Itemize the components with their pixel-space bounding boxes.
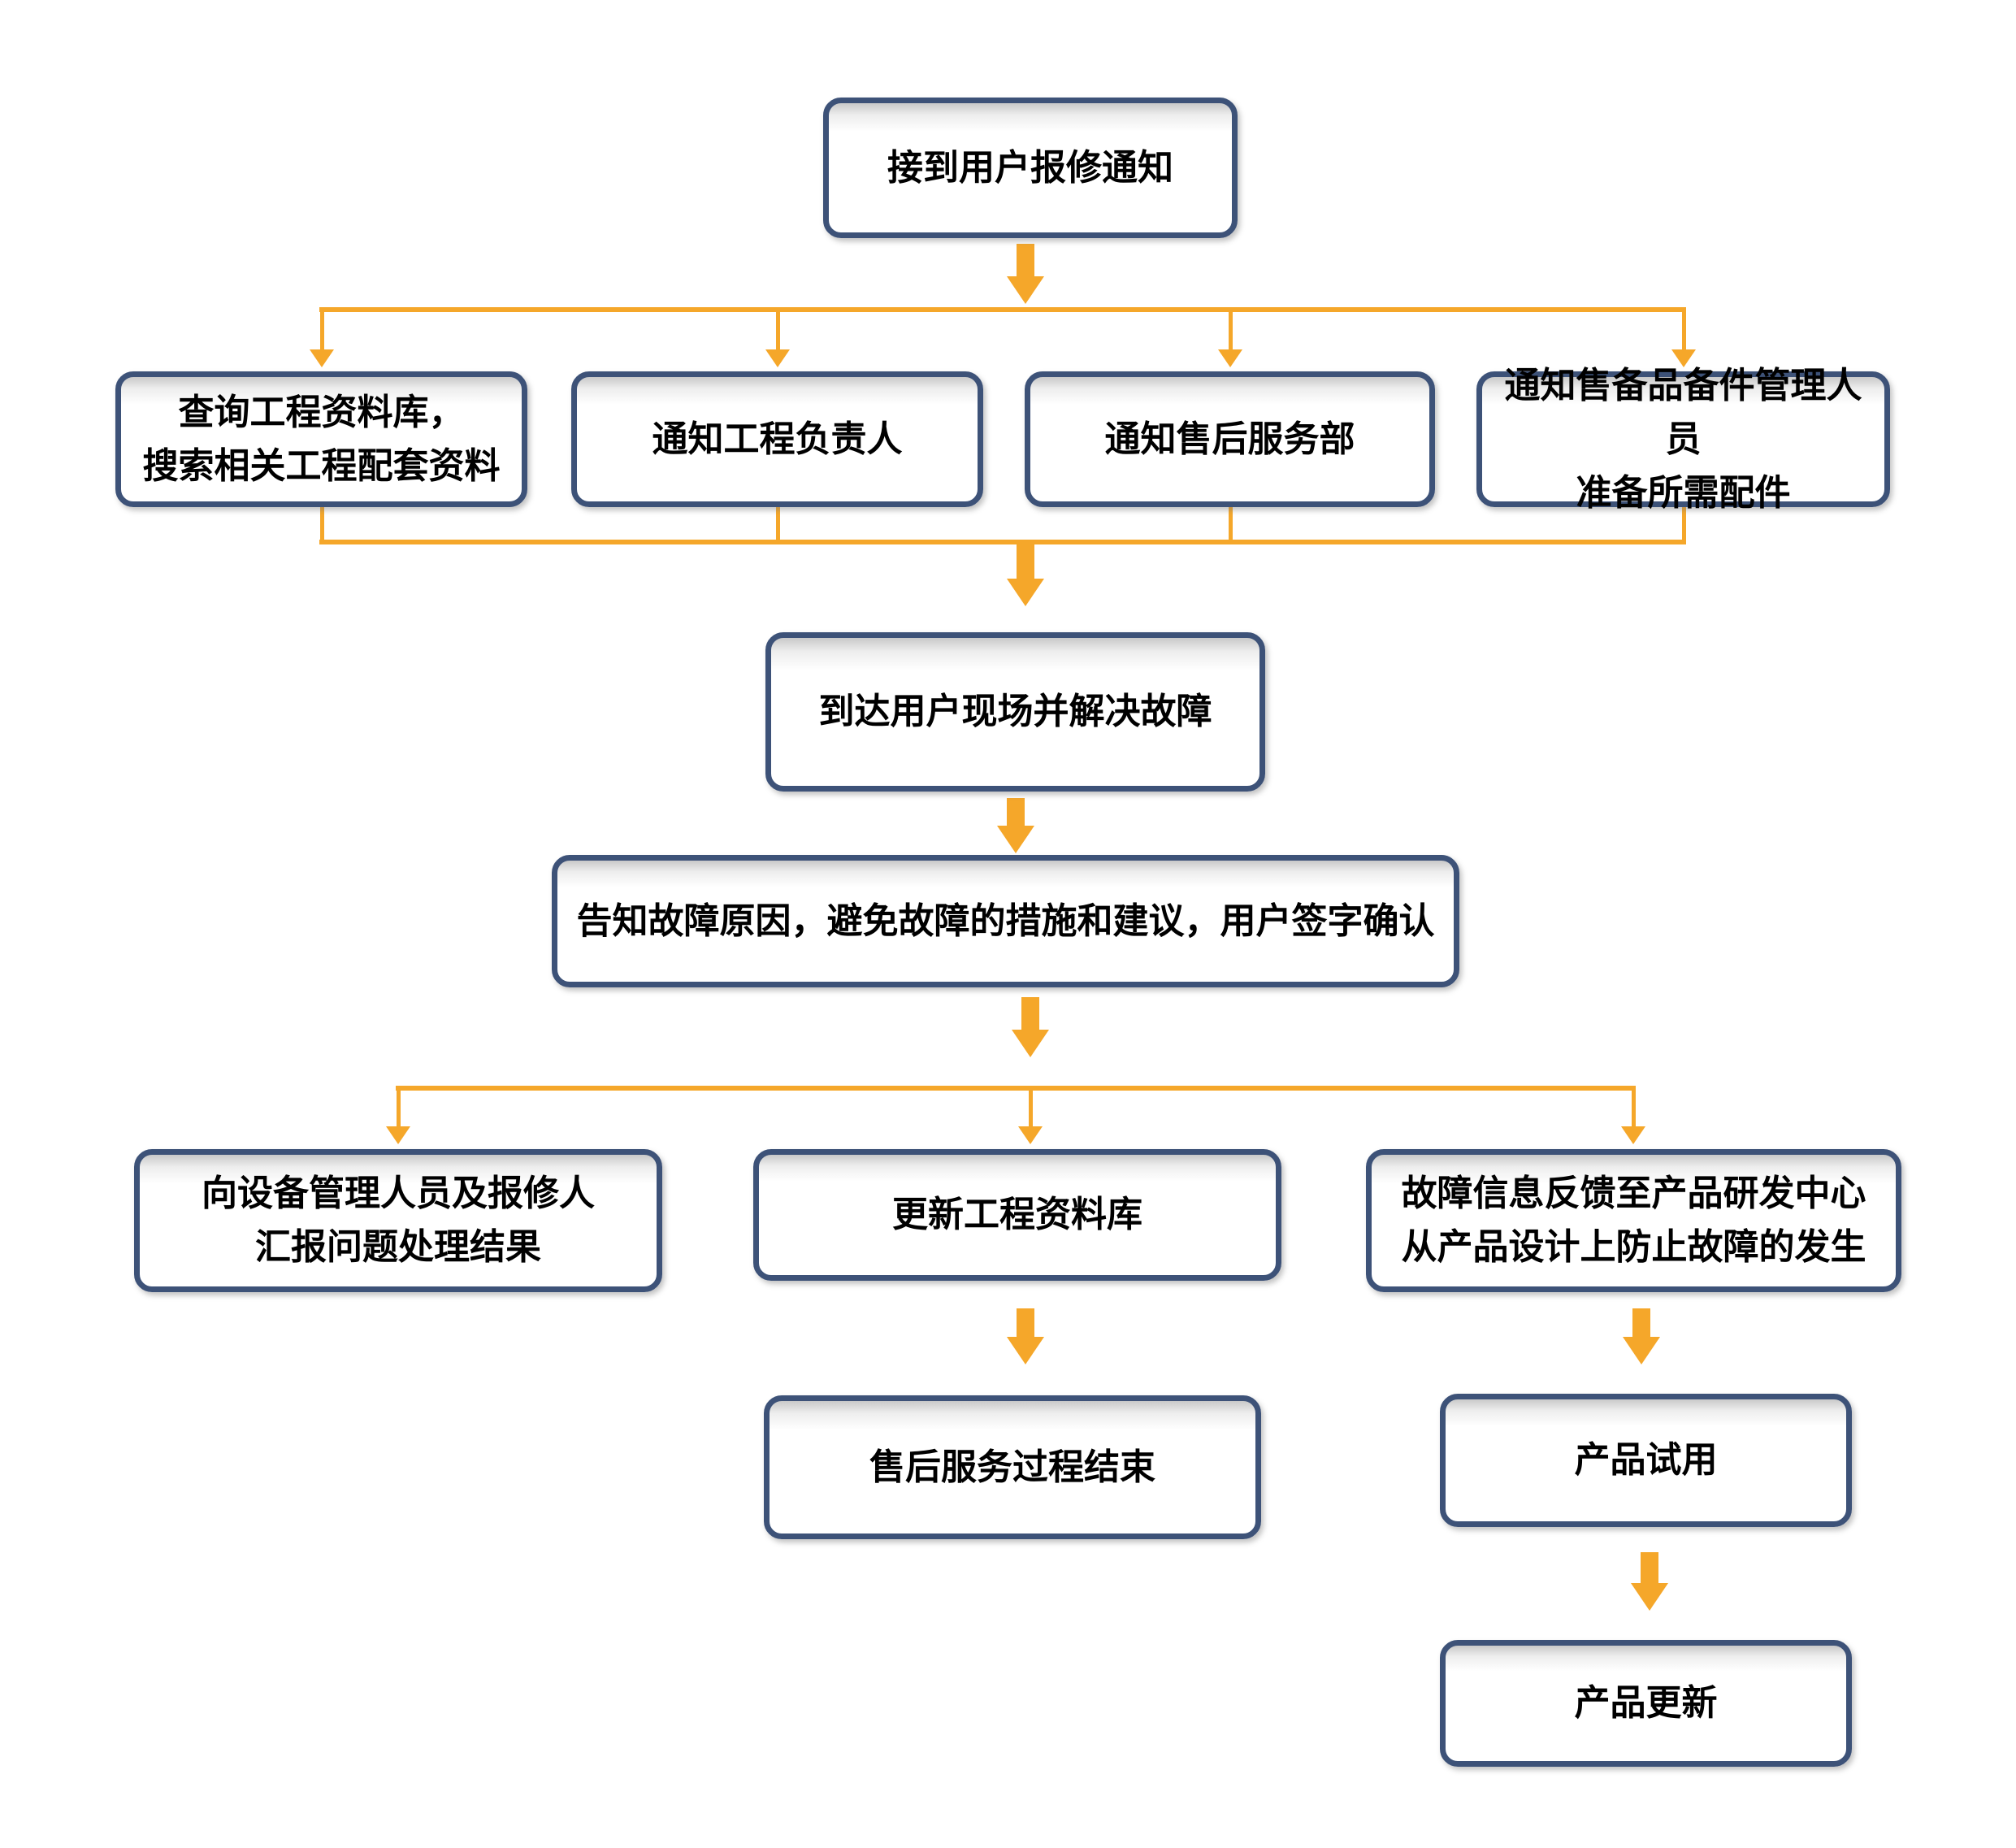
arrow-head-icon [1007, 276, 1044, 304]
down-arrow-merge-to-arrive [1007, 544, 1044, 606]
arrow-line [396, 1091, 401, 1126]
flow-node-query-engineering-database: 查询工程资料库， 搜索相关工程配套资料 [115, 371, 527, 507]
down-arrow-receive-to-branch [1007, 244, 1044, 304]
drop-arrow-to-feedback-rd [1621, 1091, 1645, 1144]
arrow-stem [1017, 244, 1034, 276]
arrow-head-icon [1218, 349, 1242, 367]
arrow-head-icon [310, 349, 334, 367]
flow-node-notify-project-manager: 通知工程负责人 [571, 371, 983, 507]
arrow-line [1631, 1091, 1636, 1126]
drop-arrow-to-notify-pm [765, 312, 790, 367]
arrow-head-icon [1007, 1337, 1044, 1364]
arrow-head-icon [1018, 1126, 1043, 1144]
branch-line-bottom [396, 1086, 1636, 1091]
merge-line-from-notify-parts [1682, 507, 1686, 543]
arrow-head-icon [1007, 579, 1044, 606]
arrow-line [1228, 312, 1233, 349]
branch-line-top [319, 307, 1686, 312]
arrow-stem [1017, 544, 1034, 579]
arrow-stem [1641, 1552, 1658, 1583]
flow-node-feedback-to-rd-center: 故障信息反馈至产品研发中心 从产品设计上防止故障的发生 [1366, 1149, 1901, 1292]
merge-line-from-query-database [320, 507, 324, 543]
arrow-head-icon [997, 826, 1034, 853]
arrow-line [1681, 312, 1686, 349]
flow-node-notify-after-sales-dept: 通知售后服务部 [1025, 371, 1435, 507]
arrow-line [1028, 1091, 1033, 1126]
merge-line-horizontal [319, 540, 1686, 544]
down-arrow-feedback-to-trial [1623, 1308, 1660, 1364]
arrow-stem [1017, 1308, 1034, 1337]
drop-arrow-to-update-database [1018, 1091, 1043, 1144]
down-arrow-arrive-to-inform [997, 798, 1034, 853]
arrow-head-icon [1631, 1583, 1668, 1611]
drop-arrow-to-report-results [386, 1091, 410, 1144]
flow-node-product-trial: 产品试用 [1440, 1394, 1852, 1527]
arrow-head-icon [1012, 1030, 1049, 1057]
flow-node-product-update: 产品更新 [1440, 1640, 1852, 1767]
flow-node-report-handling-results: 向设备管理人员及报修人 汇报问题处理结果 [134, 1149, 662, 1292]
flow-node-after-sales-process-end: 售后服务过程结束 [764, 1395, 1261, 1539]
flow-node-inform-cause-user-sign: 告知故障原因，避免故障的措施和建议，用户签字确认 [552, 855, 1459, 987]
drop-arrow-to-query-database [310, 312, 334, 367]
flow-node-arrive-and-resolve: 到达用户现场并解决故障 [765, 632, 1265, 792]
flow-node-receive-repair-notice: 接到用户报修通知 [823, 98, 1238, 238]
arrow-head-icon [386, 1126, 410, 1144]
arrow-head-icon [1623, 1337, 1660, 1364]
merge-line-from-notify-asd [1229, 507, 1233, 543]
arrow-stem [1007, 798, 1025, 826]
down-arrow-trial-to-update [1631, 1552, 1668, 1611]
arrow-head-icon [1621, 1126, 1645, 1144]
flow-node-notify-spare-parts-manager: 通知售备品备件管理人员 准备所需配件 [1476, 366, 1890, 513]
drop-arrow-to-notify-parts [1671, 312, 1696, 367]
arrow-line [319, 312, 324, 349]
drop-arrow-to-notify-asd [1218, 312, 1242, 367]
arrow-head-icon [765, 349, 790, 367]
arrow-stem [1021, 997, 1039, 1030]
down-arrow-updatedb-to-end [1007, 1308, 1044, 1364]
flow-node-update-engineering-database: 更新工程资料库 [753, 1149, 1281, 1281]
arrow-head-icon [1671, 349, 1696, 367]
down-arrow-inform-to-branch [1012, 997, 1049, 1057]
arrow-stem [1632, 1308, 1650, 1337]
arrow-line [775, 312, 780, 349]
merge-line-from-notify-pm [776, 507, 780, 543]
